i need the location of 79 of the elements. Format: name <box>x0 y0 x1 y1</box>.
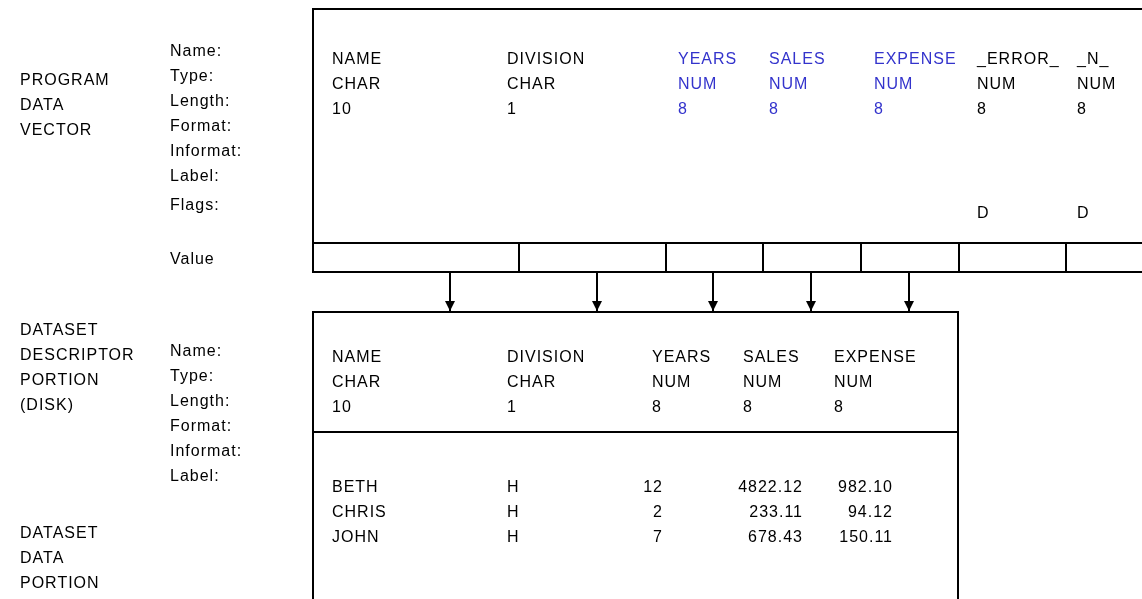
variable-length: 8 <box>769 100 779 118</box>
data-value: H <box>507 503 520 521</box>
attribute-label: Length: <box>170 392 231 410</box>
variable-name: EXPENSE <box>874 50 957 68</box>
variable-length: 10 <box>332 100 352 118</box>
attribute-label: Type: <box>170 367 215 385</box>
variable-type: CHAR <box>332 75 382 93</box>
variable-type: CHAR <box>332 373 382 391</box>
data-value: 150.11 <box>839 528 893 546</box>
variable-name: _ERROR_ <box>977 50 1060 68</box>
data-value: 12 <box>643 478 663 496</box>
data-value: H <box>507 478 520 496</box>
data-value: 233.11 <box>749 503 803 521</box>
variable-name: YEARS <box>652 348 712 366</box>
flag-value: D <box>1077 204 1090 222</box>
attribute-label: Name: <box>170 342 223 360</box>
attribute-label: Label: <box>170 167 220 185</box>
variable-type: NUM <box>652 373 692 391</box>
variable-type: NUM <box>678 75 718 93</box>
variable-length: 8 <box>1077 100 1087 118</box>
flag-value: D <box>977 204 990 222</box>
variable-name: DIVISION <box>507 348 586 366</box>
variable-type: CHAR <box>507 75 557 93</box>
data-panel <box>312 431 959 599</box>
variable-name: SALES <box>743 348 800 366</box>
variable-type: NUM <box>834 373 874 391</box>
data-value: BETH <box>332 478 379 496</box>
attribute-label: Format: <box>170 117 233 135</box>
variable-name: DIVISION <box>507 50 586 68</box>
arrow <box>904 272 914 312</box>
data-value: 94.12 <box>847 503 893 521</box>
variable-type: NUM <box>743 373 783 391</box>
value-cell <box>312 242 520 273</box>
variable-length: 8 <box>834 398 844 416</box>
variable-type: NUM <box>874 75 914 93</box>
attribute-label: Label: <box>170 467 220 485</box>
attribute-label: Name: <box>170 42 223 60</box>
data-value: 678.43 <box>748 528 803 546</box>
attribute-label: Format: <box>170 417 233 435</box>
arrow <box>592 272 602 312</box>
variable-attributes-panel <box>312 8 1142 244</box>
descriptor-panel <box>312 311 959 433</box>
arrow <box>806 272 816 312</box>
variable-name: EXPENSE <box>834 348 917 366</box>
data-value: 2 <box>653 503 663 521</box>
data-value: 4822.12 <box>738 478 803 496</box>
variable-name: SALES <box>769 50 826 68</box>
variable-length: 8 <box>743 398 753 416</box>
data-value: 982.10 <box>838 478 893 496</box>
arrow <box>445 272 455 312</box>
data-value: H <box>507 528 520 546</box>
attribute-label: Flags: <box>170 196 220 214</box>
variable-type: NUM <box>977 75 1017 93</box>
attribute-label: Type: <box>170 67 215 85</box>
variable-length: 8 <box>652 398 662 416</box>
variable-type: CHAR <box>507 373 557 391</box>
variable-length: 1 <box>507 100 517 118</box>
variable-type: NUM <box>1077 75 1117 93</box>
section-label: DATASET DATA PORTION <box>20 523 101 593</box>
variable-length: 8 <box>678 100 688 118</box>
data-value: 7 <box>653 528 663 546</box>
variable-type: NUM <box>769 75 809 93</box>
data-value: CHRIS <box>332 503 387 521</box>
variable-name: NAME <box>332 348 383 366</box>
variable-name: YEARS <box>678 50 738 68</box>
variable-length: 1 <box>507 398 517 416</box>
arrow <box>708 272 718 312</box>
variable-name: _N_ <box>1077 50 1110 68</box>
attribute-label: Length: <box>170 92 231 110</box>
section-label: DATASET DESCRIPTOR PORTION (DISK) <box>20 320 136 415</box>
attribute-label: Informat: <box>170 142 243 160</box>
variable-length: 10 <box>332 398 352 416</box>
attribute-label: Informat: <box>170 442 243 460</box>
data-value: JOHN <box>332 528 380 546</box>
variable-length: 8 <box>874 100 884 118</box>
variable-length: 8 <box>977 100 987 118</box>
attribute-label: Value <box>170 250 215 268</box>
variable-name: NAME <box>332 50 383 68</box>
section-label: PROGRAM DATA VECTOR <box>20 70 111 140</box>
